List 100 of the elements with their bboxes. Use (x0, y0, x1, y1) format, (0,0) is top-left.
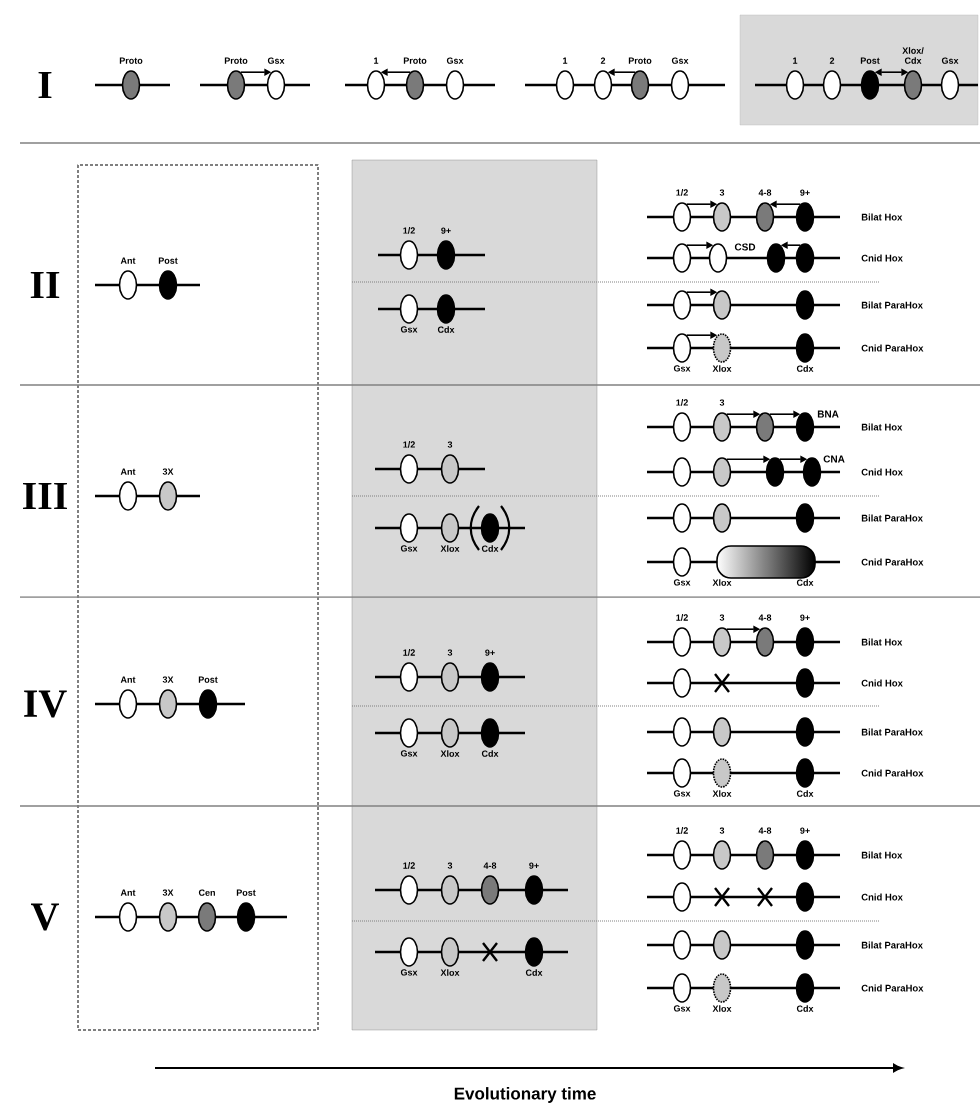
gene-oval (712, 930, 732, 960)
gene-oval (795, 412, 815, 442)
gene-label: 1/2 (676, 827, 688, 834)
gene-label: Cdx (481, 750, 499, 757)
gene-oval (712, 717, 732, 747)
axis-label: Evolutionary time (454, 1087, 596, 1103)
gene-oval (672, 930, 692, 960)
gene-label: 1/2 (403, 649, 415, 656)
gene-label: 1/2 (676, 399, 688, 406)
gene-oval (672, 668, 692, 698)
gene-label: 4-8 (758, 614, 772, 621)
gene-oval (795, 290, 815, 320)
gene-label: Gsx (267, 57, 285, 64)
gene-oval (712, 503, 732, 533)
gene-oval (766, 243, 786, 273)
roman-numeral: IV (24, 690, 67, 718)
gene-label: 4-8 (483, 862, 497, 869)
panel-background (739, 14, 979, 126)
gene-label: 9+ (441, 227, 451, 234)
gene-label: Gsx (400, 750, 418, 757)
gene-oval (795, 503, 815, 533)
dashed-frame (77, 164, 319, 1031)
gene-label: Xlox (440, 545, 460, 552)
gene-oval (672, 503, 692, 533)
region-label: BNA (817, 410, 839, 418)
cluster-label: Bilat Hox (861, 638, 903, 646)
gene-label: 1/2 (403, 227, 415, 234)
gene-label: Proto (224, 57, 248, 64)
gene-label: 2 (600, 57, 606, 64)
cluster-label: Cnid Hox (861, 893, 903, 901)
gene-oval (712, 457, 732, 487)
gene-label: Post (198, 676, 218, 683)
gene-label: Gsx (400, 326, 418, 333)
gene-label: 1 (793, 57, 798, 64)
gene-label: Cdx (525, 969, 543, 976)
gene-oval (672, 243, 692, 273)
gene-oval (672, 717, 692, 747)
gene-label: 2 (829, 57, 835, 64)
gene-label: 3 (719, 189, 725, 196)
gene-oval (672, 457, 692, 487)
gene-label: 3 (719, 614, 725, 621)
gene-label: 1 (563, 57, 568, 64)
gene-label: Ant (120, 468, 136, 475)
gene-label: 1/2 (676, 614, 688, 621)
region-label: CSD (734, 243, 756, 251)
gene-label: 9+ (800, 827, 810, 834)
cluster-label: Cnid ParaHox (861, 984, 924, 992)
gene-label: Gsx (400, 545, 418, 552)
cluster-label: Bilat ParaHox (861, 514, 923, 522)
cluster-label: Bilat Hox (861, 851, 903, 859)
gene-oval (755, 412, 775, 442)
gene-label: 3 (447, 862, 453, 869)
gene-label: 9+ (800, 189, 810, 196)
cluster-label: Bilat ParaHox (861, 728, 923, 736)
cluster-label: Cnid ParaHox (861, 558, 924, 566)
gene-label: Cdx (796, 790, 814, 797)
roman-numeral: I (38, 71, 52, 99)
gene-label: Cdx (481, 545, 499, 552)
region-label: CNA (823, 455, 845, 463)
gene-label: 1/2 (403, 441, 415, 448)
gene-label: Gsx (673, 790, 691, 797)
gene-oval (795, 882, 815, 912)
gene-label: Ant (120, 889, 136, 896)
gene-label: Xlox/ Cdx (902, 47, 924, 64)
gene-label: Cen (198, 889, 215, 896)
gene-label: Xlox (712, 579, 732, 586)
gene-oval (795, 930, 815, 960)
gene-label: Xlox (440, 750, 460, 757)
cluster-label: Bilat ParaHox (861, 941, 923, 949)
gene-label: Xlox (440, 969, 460, 976)
cluster-label: Cnid ParaHox (861, 769, 924, 777)
gene-label: 9+ (800, 614, 810, 621)
gene-label: 3X (162, 676, 174, 683)
gene-label: 1/2 (676, 189, 688, 196)
gene-label: 1 (374, 57, 379, 64)
panel-background (351, 159, 598, 1031)
gene-label: Gsx (671, 57, 689, 64)
cluster-label: Cnid Hox (861, 468, 903, 476)
gene-label: Gsx (673, 579, 691, 586)
gene-label: Gsx (400, 969, 418, 976)
gene-label: Proto (628, 57, 652, 64)
gene-label: Gsx (446, 57, 464, 64)
gene-oval (795, 717, 815, 747)
gene-label: 3 (447, 649, 453, 656)
cluster-label: Cnid Hox (861, 254, 903, 262)
gene-label: Ant (120, 257, 136, 264)
gene-label: 1/2 (403, 862, 415, 869)
gene-oval (672, 290, 692, 320)
gene-oval (672, 882, 692, 912)
gene-label: Xlox (712, 365, 732, 372)
gene-label: Cdx (796, 579, 814, 586)
gene-label: 3X (162, 889, 174, 896)
cluster-label: Cnid Hox (861, 679, 903, 687)
gene-label: Post (158, 257, 178, 264)
gene-label: Gsx (673, 1005, 691, 1012)
cluster-label: Bilat ParaHox (861, 301, 923, 309)
roman-numeral: V (31, 903, 59, 931)
gene-label: Proto (403, 57, 427, 64)
gene-label: Cdx (796, 1005, 814, 1012)
cluster-label: Cnid ParaHox (861, 344, 924, 352)
